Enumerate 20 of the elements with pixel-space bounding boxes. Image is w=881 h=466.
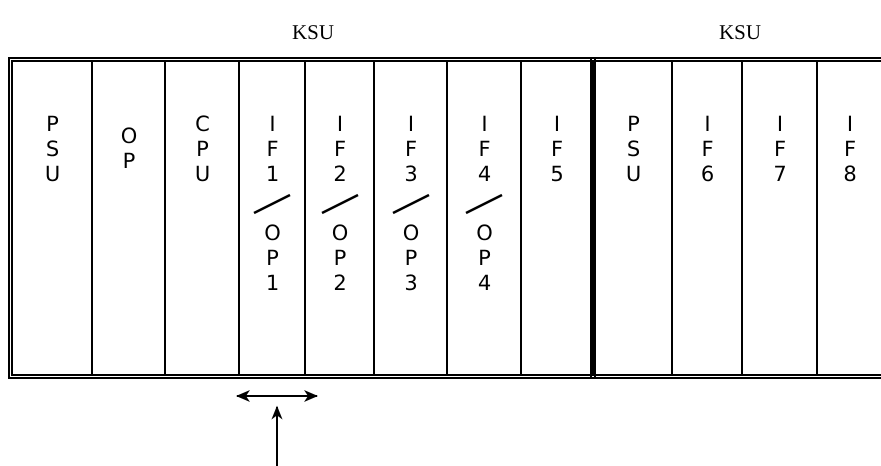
- slot-label: OP3: [400, 221, 421, 296]
- double-arrow: [236, 389, 318, 403]
- slot-label: IF5: [546, 112, 567, 187]
- slot-label: CPU: [192, 112, 212, 187]
- slot-label: IF2: [329, 112, 350, 187]
- slot-label: IF6: [696, 112, 718, 187]
- slot-label: PSU: [42, 112, 62, 187]
- chassis-title: KSU: [292, 20, 334, 45]
- slot-label: OP2: [329, 221, 350, 296]
- slot-label: IF3: [400, 112, 421, 187]
- slot-label: IF7: [769, 112, 790, 187]
- chassis-title: KSU: [718, 20, 761, 45]
- slot-label: IF8: [839, 112, 860, 187]
- slot-label: OP4: [474, 221, 494, 296]
- arrow: [271, 406, 283, 466]
- slot-label: IF4: [474, 112, 494, 187]
- slot-label: OP: [118, 124, 139, 174]
- slot-label: OP1: [262, 221, 282, 296]
- slot-label: IF1: [262, 112, 282, 187]
- slot-label: PSU: [622, 112, 644, 187]
